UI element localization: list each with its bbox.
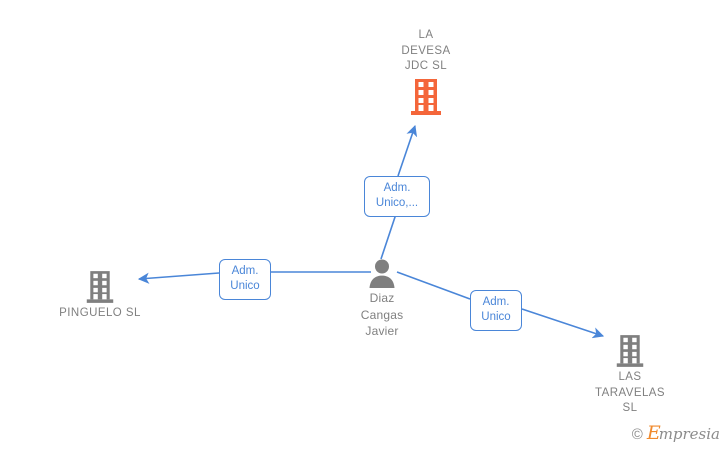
building-icon <box>30 270 170 304</box>
edge-person-to-taravelas-right <box>521 308 605 339</box>
edge-person-to-pinguelo-left <box>137 272 220 284</box>
edge-label-person-to-pinguelo[interactable]: Adm. Unico <box>219 259 271 300</box>
brand-initial: E <box>646 422 661 444</box>
node-la-devesa[interactable]: LA DEVESA JDC SL <box>356 28 496 116</box>
copyright-icon: © <box>631 425 643 443</box>
node-diaz-cangas-javier[interactable]: Diaz Cangas Javier <box>312 258 452 340</box>
brand-logotype: Empresia <box>647 424 720 444</box>
edge-person-to-taravelas-left <box>396 271 471 300</box>
edge-label-person-to-taravelas[interactable]: Adm. Unico <box>470 290 522 331</box>
person-icon <box>312 258 452 288</box>
node-la-devesa-label: LA DEVESA JDC SL <box>401 29 451 72</box>
edge-label-person-to-la-devesa[interactable]: Adm. Unico,... <box>364 176 430 217</box>
building-icon <box>356 78 496 116</box>
node-taravelas-label: LAS TARAVELAS SL <box>594 371 666 414</box>
node-pinguelo[interactable]: PINGUELO SL <box>30 270 170 322</box>
building-icon <box>560 334 700 368</box>
node-pinguelo-label: PINGUELO SL <box>59 307 141 319</box>
brand-name: mpresia <box>658 425 720 443</box>
node-person-label: Diaz Cangas Javier <box>360 291 404 338</box>
node-las-taravelas[interactable]: LAS TARAVELAS SL <box>560 334 700 417</box>
empresia-watermark: © Empresia <box>632 424 720 444</box>
edge-person-to-devesa-upper <box>397 124 418 177</box>
